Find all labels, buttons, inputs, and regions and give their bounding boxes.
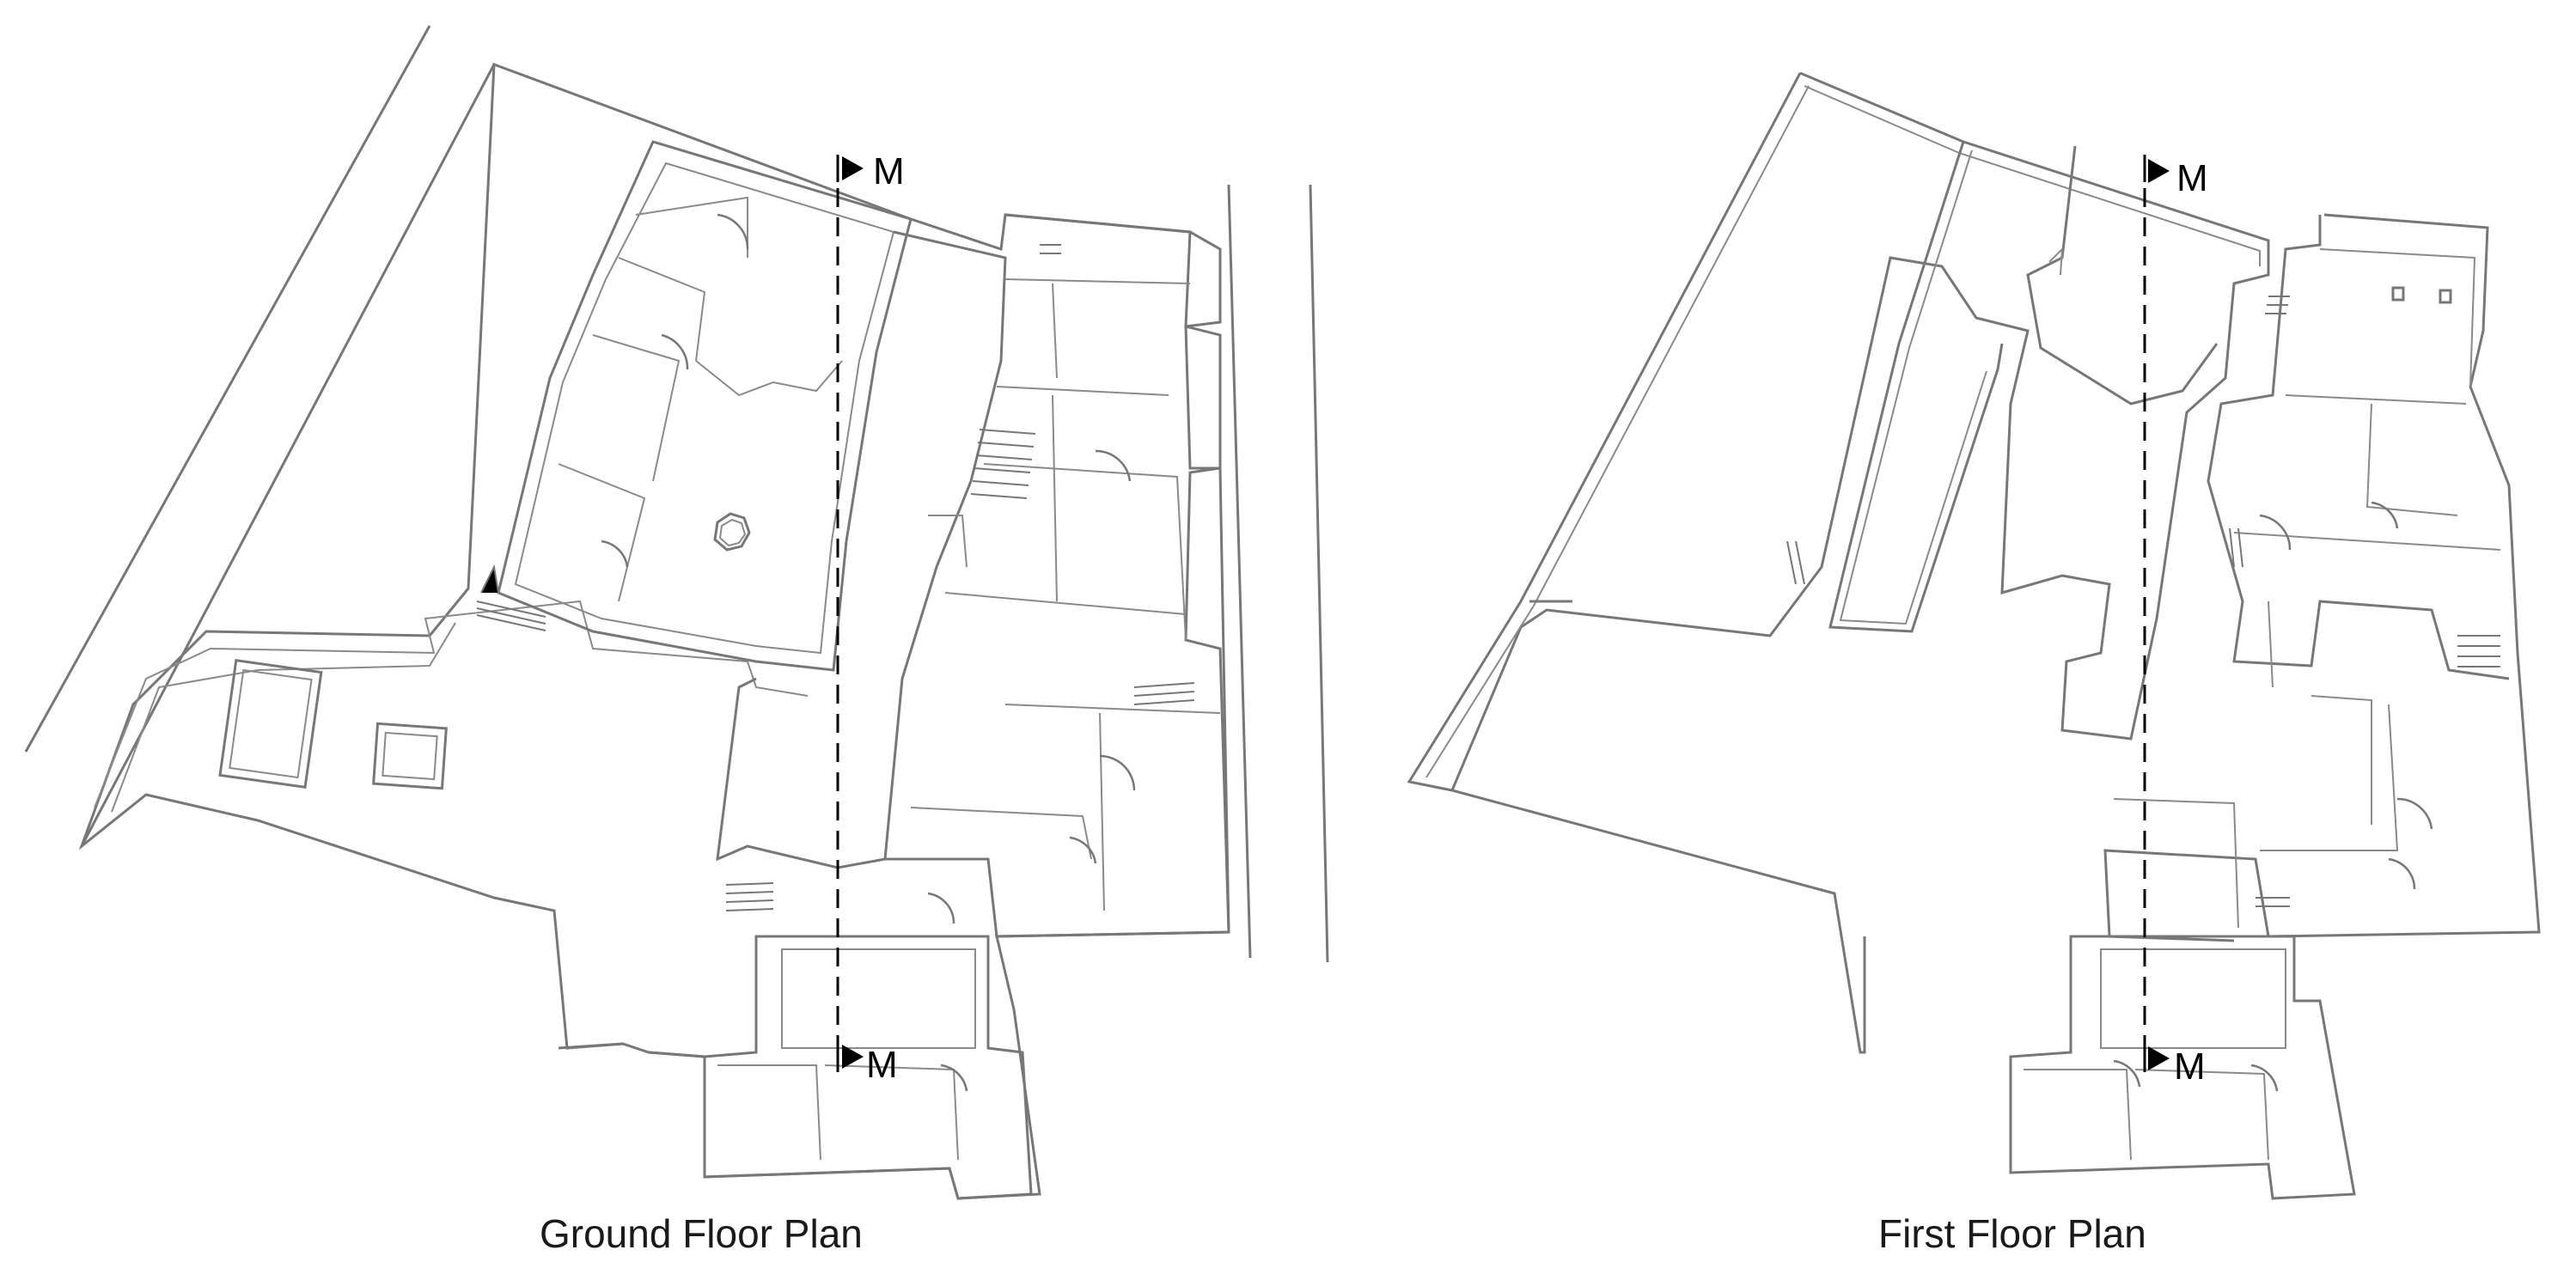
partition	[2024, 1069, 2132, 1161]
lower-annex	[703, 935, 1033, 1200]
partition	[558, 463, 646, 602]
stairs	[1786, 296, 2500, 907]
octagon-column	[713, 512, 751, 552]
left-wing-inner	[514, 162, 895, 655]
octagon-column	[718, 518, 747, 547]
door-swing	[2113, 1059, 2141, 1088]
chimney	[2391, 286, 2405, 302]
roof-left-edge	[1407, 72, 1802, 792]
section-marker-label: M	[2174, 1045, 2206, 1088]
partition	[944, 592, 1187, 615]
section-marker-label: M	[2176, 157, 2208, 199]
door-swing	[940, 1064, 968, 1092]
door-swing	[1095, 449, 1132, 482]
central-block	[716, 230, 1007, 869]
first-lower-annex-inner	[2100, 948, 2286, 1049]
section-marker-label: M	[873, 150, 905, 192]
yard-wall	[111, 622, 456, 813]
roof-outline-inner	[1804, 85, 2261, 266]
door-swing	[2250, 1064, 2279, 1092]
door-swing	[717, 213, 749, 250]
door-swing	[661, 333, 689, 370]
first-lower-annex	[2009, 935, 2356, 1200]
ground-floor-plan: M M Ground Floor Plan	[24, 25, 1329, 1256]
partition	[910, 807, 1092, 860]
door-swing	[601, 540, 629, 568]
right-block	[885, 213, 1230, 938]
site-boundary-line	[1309, 184, 1329, 963]
section-marker-bottom: M	[2143, 1044, 2206, 1088]
door-swing	[2371, 501, 2399, 529]
door-swing	[927, 892, 955, 924]
partition	[1052, 394, 1058, 602]
plan-caption: First Floor Plan	[1878, 1211, 2146, 1256]
planter	[229, 668, 313, 779]
roof-left-edge	[1425, 85, 1810, 778]
first-floor-plan: M M First Floor Plan	[1407, 71, 2541, 1256]
roof-ridge	[1839, 149, 1987, 625]
partition	[2319, 248, 2476, 387]
chimney	[2439, 289, 2452, 304]
partition	[983, 463, 1187, 641]
section-marker-top: M	[836, 150, 905, 192]
partition	[928, 515, 968, 568]
yard-wall	[94, 600, 809, 808]
partition	[717, 1064, 821, 1161]
planter	[382, 731, 438, 781]
lower-wall	[648, 1051, 705, 1058]
section-arrow-icon	[842, 1045, 864, 1069]
section-arrow-icon	[842, 156, 864, 180]
first-right-block	[2207, 215, 2510, 680]
left-wing	[497, 140, 913, 672]
roof-ridge	[1828, 141, 2004, 633]
lower-wall	[558, 1042, 624, 1050]
roof-bay	[2048, 247, 2064, 276]
door-swing	[2396, 797, 2433, 830]
door-swing	[2259, 514, 2292, 551]
outer-perimeter	[78, 62, 1230, 1200]
plan-caption: Ground Floor Plan	[540, 1211, 863, 1256]
partition	[1052, 283, 1058, 379]
section-marker-top: M	[2143, 155, 2208, 199]
partition	[2134, 1069, 2269, 1161]
section-arrow-icon	[2148, 1046, 2170, 1070]
section-marker-label: M	[866, 1044, 898, 1086]
partition	[695, 360, 843, 397]
section-marker-bottom: M	[836, 1044, 898, 1086]
stairs	[725, 244, 1195, 911]
site-boundary-line	[80, 64, 496, 847]
partition	[635, 196, 748, 258]
partition	[2268, 600, 2274, 688]
site-boundary-line	[24, 25, 431, 753]
partition	[1004, 278, 1191, 284]
partition	[996, 386, 1169, 396]
door-swing	[2388, 857, 2416, 890]
partition	[1004, 704, 1221, 714]
partition	[1099, 712, 1105, 911]
partition	[2285, 394, 2467, 405]
door-swing	[1069, 836, 1097, 864]
partition	[592, 334, 681, 482]
planter	[372, 722, 448, 790]
partition	[2310, 695, 2372, 825]
site-boundary-line	[1227, 184, 1252, 959]
section-arrow-icon	[2148, 159, 2170, 183]
partition	[2365, 403, 2458, 516]
lower-annex-inner	[781, 948, 976, 1049]
partition	[2113, 798, 2239, 929]
partition	[618, 257, 706, 362]
partition	[2260, 704, 2399, 851]
first-right-block	[2103, 213, 2541, 942]
roof-outline	[1450, 71, 2270, 1054]
stairs	[476, 564, 546, 631]
partition	[2233, 532, 2501, 551]
planter	[218, 658, 323, 789]
door-swing	[1099, 754, 1136, 791]
